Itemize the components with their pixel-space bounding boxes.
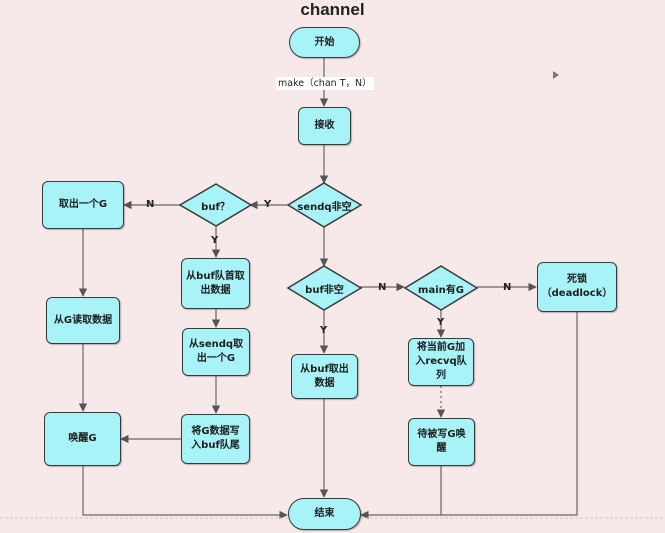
edge-label-n-bufq: N (146, 199, 155, 210)
take-g-node[interactable]: 取出一个G (42, 181, 124, 229)
main-has-g-label: main有G (418, 284, 464, 296)
make-label: make（chan T，N） (276, 77, 374, 90)
edge-wakeg-end (82, 466, 288, 520)
sendq-nonempty-label: sendq非空 (297, 201, 352, 213)
diamond-sendq-nonempty (286, 182, 363, 228)
read-g-node[interactable]: 从G读取数据 (46, 297, 120, 344)
edge-deadlock-end (441, 312, 578, 516)
buf-head-node[interactable]: 从buf队首取出数据 (181, 258, 250, 309)
edge-label-y-bufhead: Y (211, 235, 219, 246)
page-title: channel (300, 0, 365, 19)
edge-label-y-recvq: Y (437, 317, 445, 328)
edge-label-n-main: N (378, 282, 387, 293)
wait-wake-node[interactable]: 待被写G唤醒 (408, 418, 475, 466)
wake-g-node[interactable]: 唤醒G (44, 412, 121, 466)
diamond-main-has-g (403, 265, 479, 311)
g-write-node[interactable]: 将G数据写入buf队尾 (181, 414, 250, 464)
edge-label-n-deadlock: N (503, 282, 512, 293)
receive-node[interactable]: 接收 (298, 107, 351, 145)
join-recvq-node[interactable]: 将当前G加入recvq队列 (408, 338, 474, 386)
start-node[interactable]: 开始 (289, 27, 360, 58)
diamond-buf-question (178, 183, 253, 227)
edge-label-y-sendq: Y (264, 199, 272, 210)
buf-question-label: buf？ (201, 201, 230, 213)
play-marker-icon (553, 71, 559, 79)
buf-take-node[interactable]: 从buf取出数据 (291, 354, 358, 399)
diamond-buf-nonempty (286, 265, 363, 311)
deadlock-node[interactable]: 死锁（deadlock） (537, 262, 617, 312)
edge-label-y-buftake: Y (320, 325, 328, 336)
edge-wait-end (360, 466, 442, 520)
sendq-take-node[interactable]: 从sendq取出一个G (182, 328, 250, 376)
end-node[interactable]: 结束 (288, 498, 361, 530)
buf-nonempty-label: buf非空 (305, 284, 344, 296)
